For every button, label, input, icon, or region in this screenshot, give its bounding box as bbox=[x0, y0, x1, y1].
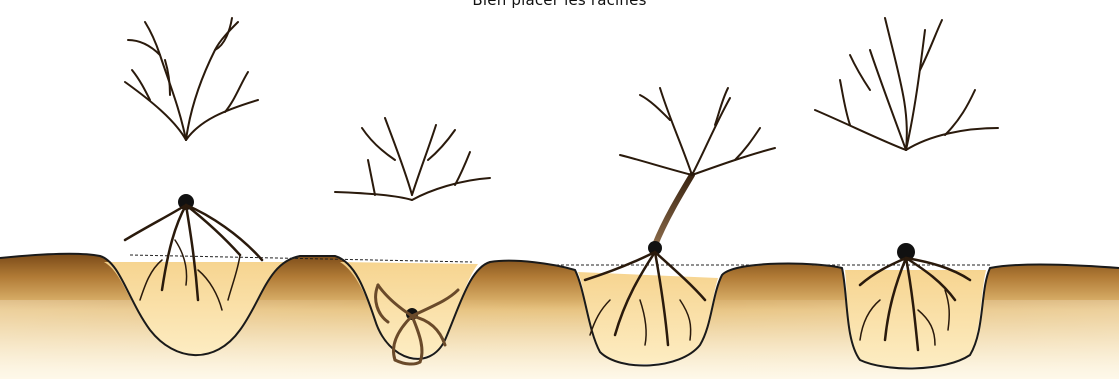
tree-3-branches bbox=[620, 88, 775, 175]
tree-3-trunk bbox=[655, 175, 692, 245]
tree-4-branches bbox=[815, 18, 998, 150]
diagram-title: Bien placer les racines bbox=[0, 0, 1119, 9]
tree-1-branches bbox=[125, 18, 258, 140]
